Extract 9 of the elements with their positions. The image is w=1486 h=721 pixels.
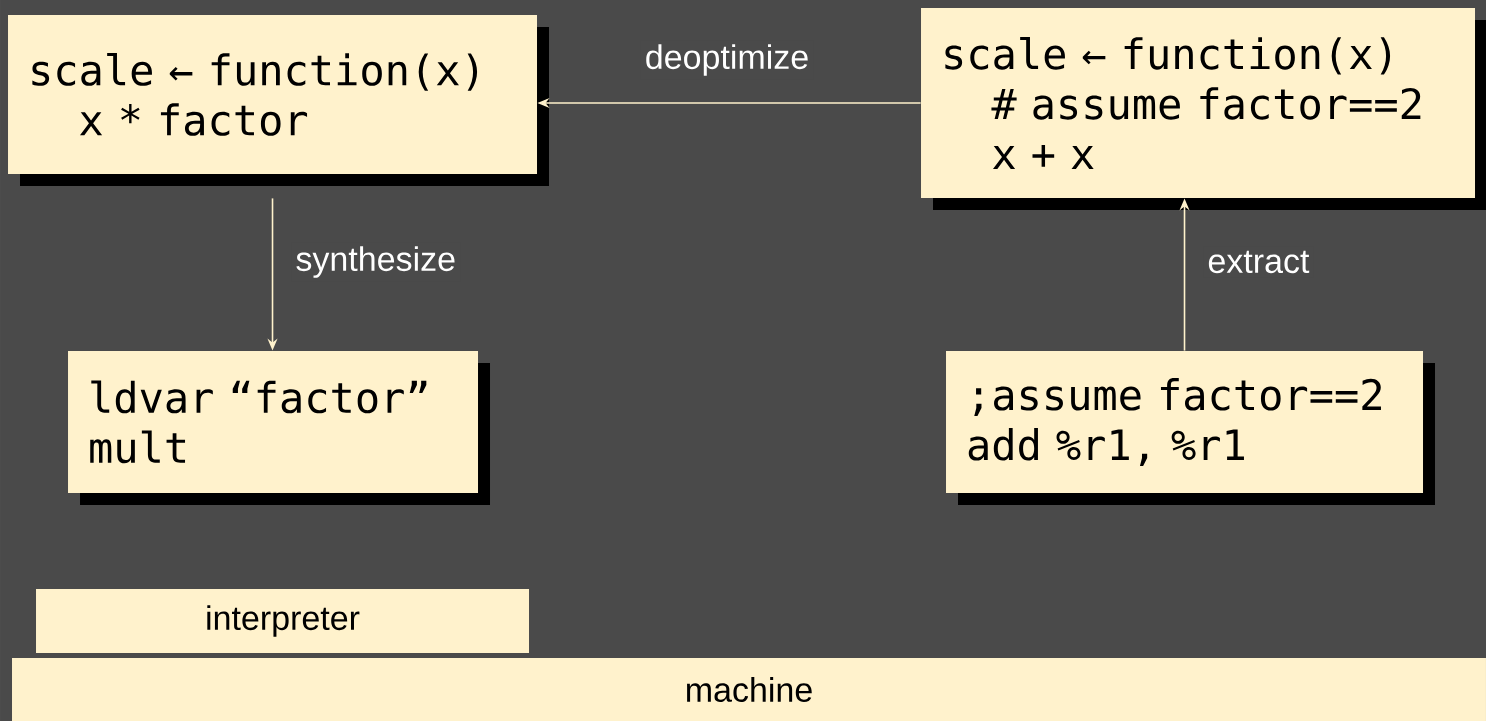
edge-label: deoptimize bbox=[640, 40, 814, 80]
code-box: scale ← function(x) x * factor bbox=[8, 15, 549, 186]
edge-label: synthesize bbox=[291, 242, 461, 282]
code-box: ;assume factor==2 add %r1, %r1 bbox=[946, 351, 1435, 505]
layer-box: machine bbox=[12, 658, 1486, 721]
layer-box: interpreter bbox=[36, 589, 529, 653]
edge-label: extract bbox=[1203, 246, 1314, 278]
code-box: ldvar “factor” mult bbox=[68, 351, 490, 505]
code-box: scale ← function(x) # assume factor==2 x + x bbox=[921, 8, 1486, 210]
